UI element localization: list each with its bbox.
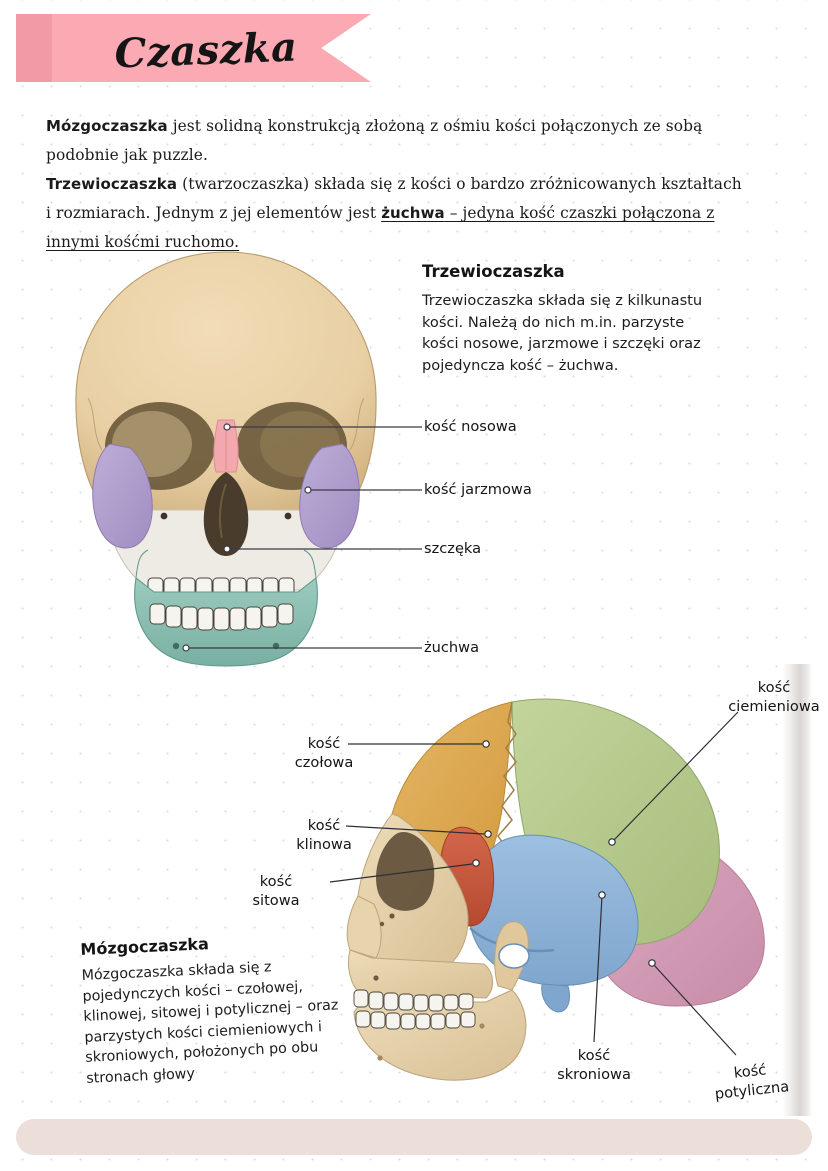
- parietal-leader-line: [608, 711, 739, 846]
- page-title: Czaszka: [113, 23, 299, 77]
- intro-text-3: – jedyna kość czaszki połączona z innymi…: [46, 204, 715, 251]
- label-kosc-czolowa-line2: czołowa: [294, 754, 354, 771]
- lateral-left-leader-lines: [329, 740, 492, 883]
- label-kosc-klinowa-line2: klinowa: [296, 836, 352, 853]
- callout-kosc-nosowa: kość nosowa: [424, 418, 517, 435]
- label-kosc-skroniowa-line1: kość: [577, 1047, 611, 1064]
- ribbon-fold: [16, 14, 52, 82]
- page-title-ribbon: Czaszka: [16, 14, 371, 82]
- temporal-leader-line: [593, 891, 606, 1043]
- intro-term-zuchwa: żuchwa: [381, 204, 445, 222]
- panel-trzewioczaszka-heading: Trzewioczaszka: [422, 262, 565, 281]
- callout-szczeka: szczęka: [424, 540, 482, 557]
- panel-trzewioczaszka: Trzewioczaszka Trzewioczaszka składa się…: [422, 262, 722, 376]
- front-figure-leader-lines: [182, 423, 422, 652]
- label-kosc-czolowa: kość czołowa: [286, 734, 362, 772]
- label-kosc-ciemieniowa-line1: kość: [757, 679, 791, 696]
- panel-trzewioczaszka-body: Trzewioczaszka składa się z kilkunastu k…: [422, 292, 703, 374]
- label-kosc-skroniowa-line2: skroniowa: [557, 1066, 631, 1083]
- intro-term-trzewioczaszka: Trzewioczaszka: [46, 175, 178, 193]
- callout-kosc-jarzmowa: kość jarzmowa: [424, 481, 532, 498]
- label-kosc-skroniowa: kość skroniowa: [546, 1046, 642, 1084]
- occipital-leader-line: [648, 959, 737, 1056]
- label-kosc-klinowa: kość klinowa: [284, 816, 364, 854]
- callout-zuchwa: żuchwa: [424, 639, 480, 656]
- label-kosc-klinowa-line1: kość: [307, 817, 341, 834]
- panel-mozgoczaszka: Mózgoczaszka Mózgoczaszka składa się z p…: [80, 928, 361, 1089]
- intro-line-2: Trzewioczaszka (twarzoczaszka) składa si…: [46, 170, 746, 257]
- intro-line-1: Mózgoczaszka jest solidną konstrukcją zł…: [46, 112, 746, 170]
- panel-mozgoczaszka-heading: Mózgoczaszka: [80, 934, 210, 959]
- bottom-decorative-bar: [16, 1119, 812, 1155]
- label-kosc-czolowa-line1: kość: [307, 735, 341, 752]
- scanned-page-edge: [782, 664, 812, 1116]
- label-kosc-sitowa: kość sitowa: [238, 872, 314, 910]
- intro-paragraph: Mózgoczaszka jest solidną konstrukcją zł…: [46, 112, 746, 257]
- lateral-view-skull-illustration: [336, 666, 806, 1112]
- panel-mozgoczaszka-body: Mózgoczaszka składa się z pojedynczych k…: [81, 959, 339, 1087]
- label-kosc-ciemieniowa-line2: ciemieniowa: [728, 698, 820, 715]
- label-kosc-sitowa-line1: kość: [259, 873, 293, 890]
- intro-term-mozgoczaszka: Mózgoczaszka: [46, 117, 168, 135]
- intro-text-1: jest solidną konstrukcją złożoną z ośmiu…: [46, 117, 703, 164]
- label-kosc-ciemieniowa: kość ciemieniowa: [722, 678, 826, 716]
- ribbon-shape: [16, 14, 371, 82]
- label-kosc-sitowa-line2: sitowa: [252, 892, 300, 909]
- intro-text-2: (twarzoczaszka) składa się z kości o bar…: [46, 175, 742, 222]
